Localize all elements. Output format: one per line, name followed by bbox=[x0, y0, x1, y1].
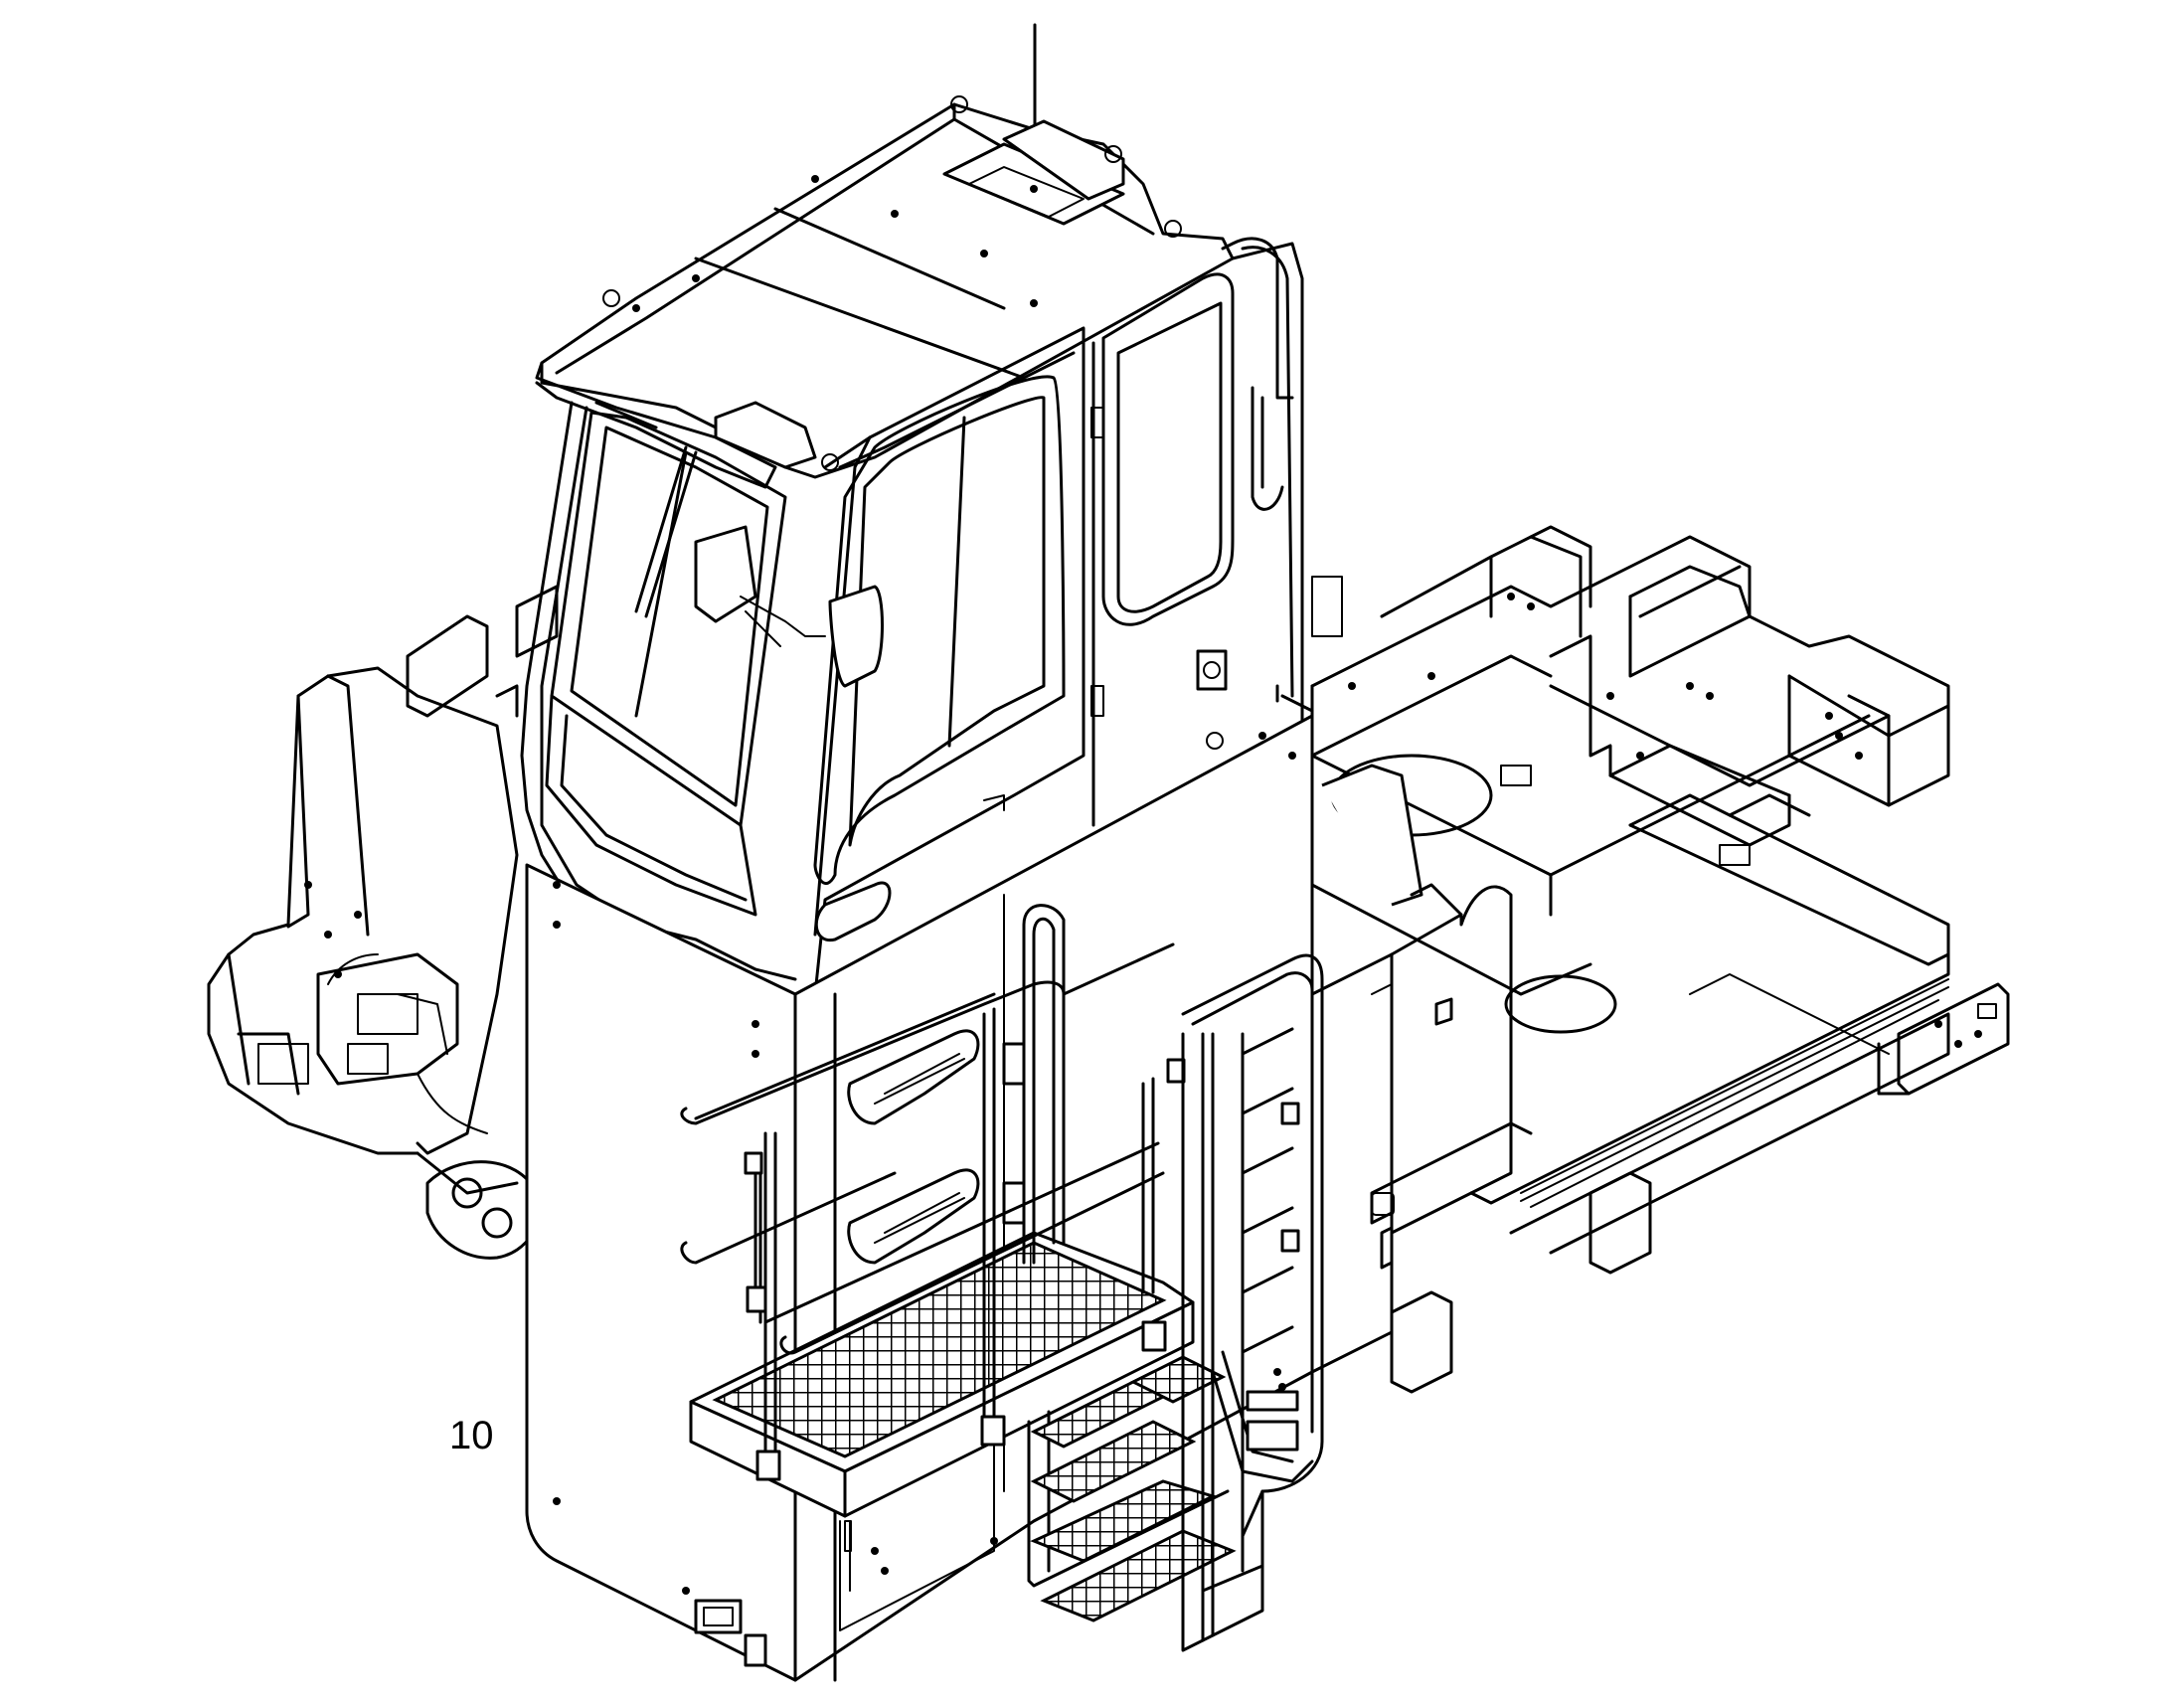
side-console bbox=[1310, 764, 1513, 1374]
cab-riser-box bbox=[525, 694, 1314, 1682]
operator-cab bbox=[520, 23, 1304, 1006]
callout-label: 10 bbox=[449, 1414, 494, 1457]
chassis-frame bbox=[1310, 525, 2010, 1394]
access-platform bbox=[680, 904, 1195, 1518]
engine-compartment bbox=[207, 585, 559, 1260]
access-stairs bbox=[1027, 953, 1324, 1652]
